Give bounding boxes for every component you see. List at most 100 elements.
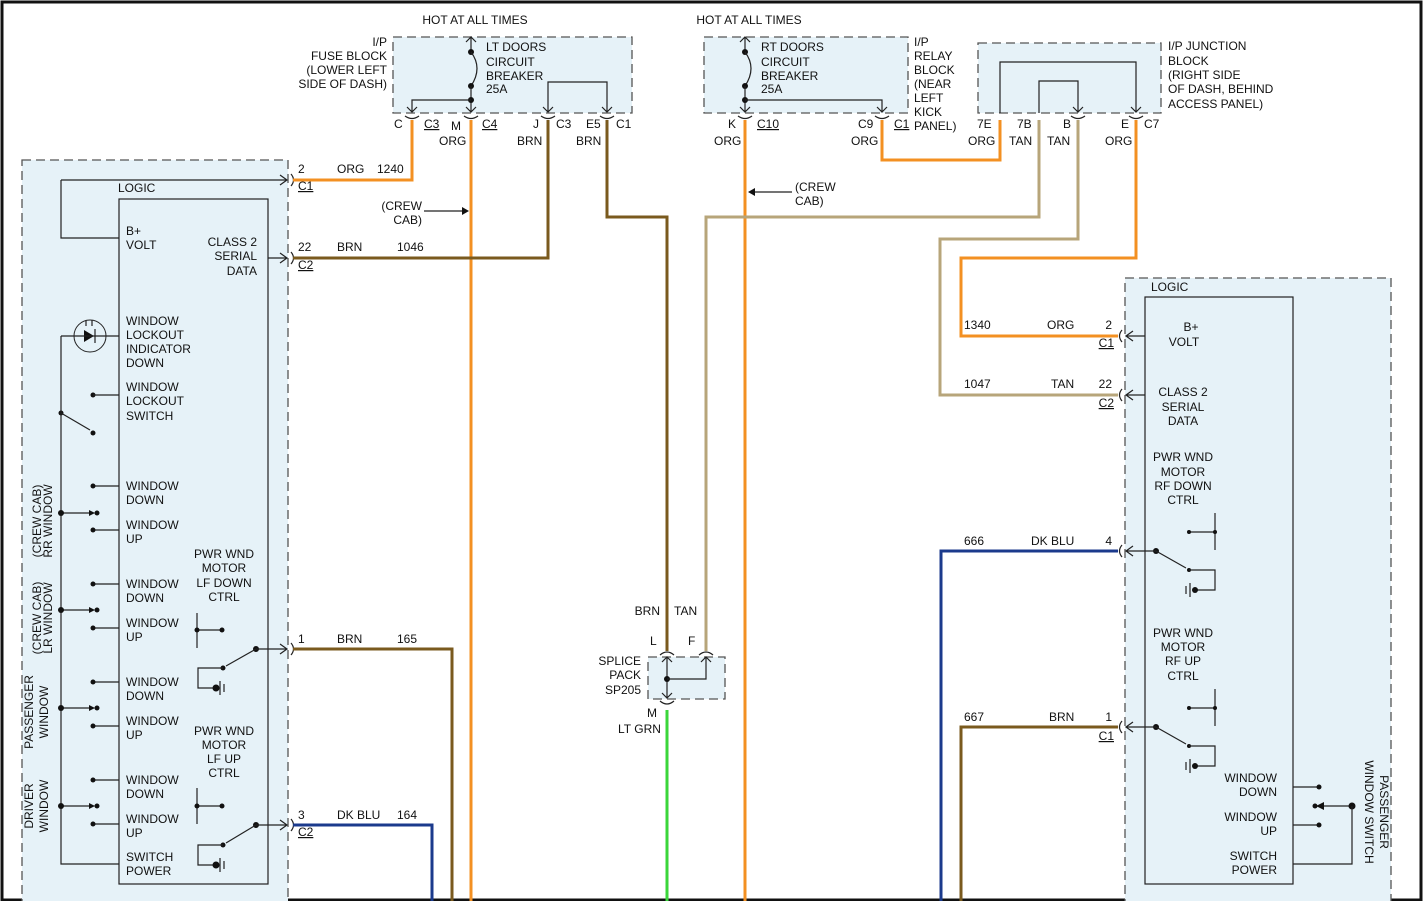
fuse-block-name-1: I/P bbox=[372, 35, 387, 49]
arrow-head-icon bbox=[89, 803, 95, 809]
c667-color: BRN bbox=[1049, 710, 1074, 724]
fuse-pin-e5: E5 bbox=[586, 117, 601, 131]
c164-conn: C2 bbox=[298, 825, 314, 839]
wire-1340 bbox=[959, 120, 1138, 338]
lockout-indicator-1: WINDOW bbox=[126, 314, 179, 328]
rt-breaker-2: CIRCUIT bbox=[761, 55, 810, 69]
relay-name-5: LEFT bbox=[914, 91, 944, 105]
circuit-breaker-icon bbox=[406, 36, 613, 113]
c164-pin: 3 bbox=[298, 808, 305, 822]
junction-pin-e: E bbox=[1121, 117, 1129, 131]
c666-num: 666 bbox=[964, 534, 984, 548]
arrow-head-icon bbox=[748, 188, 755, 196]
junction-e-color: ORG bbox=[1105, 134, 1132, 148]
pass-bplus-1: B+ bbox=[1183, 320, 1198, 334]
side-driver-2: WINDOW bbox=[37, 779, 51, 832]
crew-cab-note-right-1: (CREW bbox=[795, 180, 836, 194]
hot-label-left: HOT AT ALL TIMES bbox=[422, 13, 527, 27]
lf-up-2: MOTOR bbox=[202, 738, 247, 752]
junction-name-3: (RIGHT SIDE bbox=[1168, 68, 1240, 82]
c1047-conn: C2 bbox=[1099, 396, 1115, 410]
relay-switch-icon bbox=[1124, 689, 1217, 773]
relay-name-6: KICK bbox=[914, 105, 942, 119]
window-down-label-1: WINDOW bbox=[126, 773, 179, 787]
c1240-conn: C1 bbox=[298, 179, 314, 193]
wire-tan-splice bbox=[704, 120, 1041, 651]
switch-contacts bbox=[61, 681, 119, 727]
junction-b-color: TAN bbox=[1047, 134, 1070, 148]
switch-power-2: POWER bbox=[126, 864, 172, 878]
window-up-label-1: WINDOW bbox=[126, 714, 179, 728]
pass-side-label-1: PASSENGER bbox=[1377, 775, 1391, 849]
junction-bus-orange bbox=[999, 61, 1142, 113]
fuse-pin-m: M bbox=[451, 119, 461, 133]
c1047-color: TAN bbox=[1051, 377, 1074, 391]
crew-cab-note-left-1: (CREW bbox=[381, 199, 422, 213]
driver-serial-2: SERIAL bbox=[214, 249, 257, 263]
window-down-label-2: DOWN bbox=[126, 689, 164, 703]
c667-pin: 1 bbox=[1105, 710, 1112, 724]
fuse-j-color: BRN bbox=[517, 134, 542, 148]
switch-contacts bbox=[61, 485, 119, 531]
c1046-color: BRN bbox=[337, 240, 362, 254]
rf-up-3: RF UP bbox=[1165, 654, 1201, 668]
window-down-label-2: DOWN bbox=[126, 591, 164, 605]
rf-up-4: CTRL bbox=[1167, 669, 1199, 683]
pass-bplus-2: VOLT bbox=[1169, 335, 1200, 349]
rf-up-1: PWR WND bbox=[1153, 626, 1213, 640]
driver-logic-label: LOGIC bbox=[118, 181, 156, 195]
arrow-head-icon bbox=[89, 510, 95, 516]
junction-name-4: OF DASH, BEHIND bbox=[1168, 82, 1274, 96]
pass-side-label-2: WINDOW SWITCH bbox=[1362, 760, 1376, 863]
wire-1047 bbox=[938, 120, 1118, 397]
splice-pack: SPLICE PACK SP205 BRN TAN L F M LT GRN bbox=[598, 604, 726, 736]
c1240-num: 1240 bbox=[377, 162, 404, 176]
lockout-indicator-2: LOCKOUT bbox=[126, 328, 185, 342]
window-up-label-1: WINDOW bbox=[126, 812, 179, 826]
relay-name-7: PANEL) bbox=[914, 119, 956, 133]
relay-pin-c9: C9 bbox=[858, 117, 874, 131]
wire-667 bbox=[959, 725, 1118, 901]
rf-down-3: RF DOWN bbox=[1154, 479, 1211, 493]
side-lr-2: LR WINDOW bbox=[41, 582, 55, 654]
fuse-e5-color: BRN bbox=[576, 134, 601, 148]
lockout-indicator-3: INDICATOR bbox=[126, 342, 191, 356]
relay-name-3: BLOCK bbox=[914, 63, 955, 77]
rf-down-1: PWR WND bbox=[1153, 450, 1213, 464]
fuse-conn-c3: C3 bbox=[424, 117, 440, 131]
c1047-num: 1047 bbox=[964, 377, 991, 391]
fuse-pin-c: C bbox=[394, 117, 403, 131]
pass-window-down-1: WINDOW bbox=[1224, 771, 1277, 785]
c1340-color: ORG bbox=[1047, 318, 1074, 332]
c164-color: DK BLU bbox=[337, 808, 380, 822]
c1046-conn: C2 bbox=[298, 258, 314, 272]
junction-block: I/P JUNCTION BLOCK (RIGHT SIDE OF DASH, … bbox=[968, 39, 1274, 148]
c1046-pin: 22 bbox=[298, 240, 312, 254]
relay-k-color: ORG bbox=[714, 134, 741, 148]
splice-pin-l: L bbox=[650, 634, 657, 648]
c1047-pin: 22 bbox=[1099, 377, 1113, 391]
side-rr-2: RR WINDOW bbox=[41, 484, 55, 558]
splice-f-color: TAN bbox=[674, 604, 697, 618]
pass-switch-power-1: SWITCH bbox=[1230, 849, 1277, 863]
driver-bplus-2: VOLT bbox=[126, 238, 157, 252]
lt-breaker-1: LT DOORS bbox=[486, 40, 546, 54]
driver-serial-3: DATA bbox=[227, 264, 257, 278]
crew-cab-note-right-2: CAB) bbox=[795, 194, 824, 208]
junction-bus-tan bbox=[1038, 80, 1084, 113]
relay-name-2: RELAY bbox=[914, 49, 952, 63]
wire-165 bbox=[293, 647, 454, 901]
fuse-connector-cups bbox=[404, 115, 615, 120]
c1046-num: 1046 bbox=[397, 240, 424, 254]
side-driver-1: DRIVER bbox=[22, 783, 36, 829]
c164-num: 164 bbox=[397, 808, 417, 822]
window-down-label-2: DOWN bbox=[126, 493, 164, 507]
splice-name-1: SPLICE bbox=[598, 654, 641, 668]
switch-contacts bbox=[61, 779, 119, 825]
pass-bplus-arrow bbox=[1124, 330, 1145, 342]
c666-pin: 4 bbox=[1105, 534, 1112, 548]
rf-down-2: MOTOR bbox=[1161, 465, 1206, 479]
fuse-block-name-2: FUSE BLOCK bbox=[311, 49, 387, 63]
